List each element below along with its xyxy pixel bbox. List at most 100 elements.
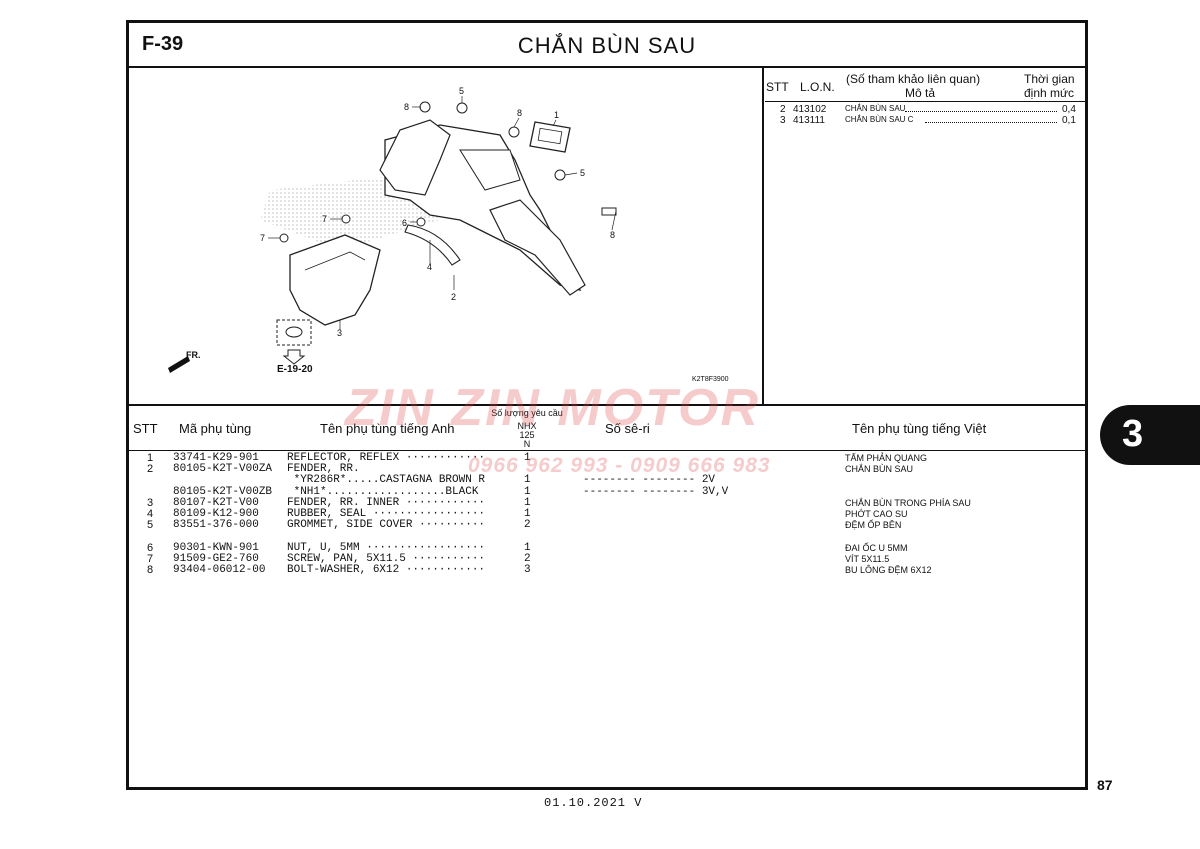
lon-row-time: 0,1 xyxy=(1062,115,1076,126)
cell-stt: 7 xyxy=(147,553,154,565)
svg-text:6: 6 xyxy=(402,218,407,228)
cell-name-vn: CHẮN BÙN SAU xyxy=(845,464,914,474)
cell-qty: 1 xyxy=(524,452,531,464)
lon-row-lon: 413102 xyxy=(793,104,827,115)
lon-header-desc: Mô tả xyxy=(905,86,936,100)
cell-name-vn: BU LÔNG ĐỆM 6X12 xyxy=(845,565,932,575)
cell-part-no: 91509-GE2-760 xyxy=(173,553,259,565)
cell-stt: 4 xyxy=(147,508,154,520)
lon-row-desc: CHẮN BÙN SAU xyxy=(845,104,906,113)
cell-qty: 2 xyxy=(524,519,531,531)
bolt-part xyxy=(601,207,617,216)
figure-code: F-39 xyxy=(142,33,184,55)
svg-text:2: 2 xyxy=(451,292,456,302)
vertical-divider xyxy=(762,68,764,404)
lon-header-rule xyxy=(765,101,1085,102)
cell-stt: 3 xyxy=(147,497,154,509)
col-header-qty-model: NHX xyxy=(517,421,537,431)
cell-serial: -------- -------- 3V,V xyxy=(583,486,729,498)
cell-name-vn: TẤM PHẢN QUANG xyxy=(845,453,928,463)
section-divider xyxy=(126,404,1088,406)
cell-stt: 1 xyxy=(147,452,154,464)
svg-text:3: 3 xyxy=(337,328,342,338)
fender-channel xyxy=(459,149,521,191)
grommet-part xyxy=(554,169,566,181)
cell-stt: 2 xyxy=(147,463,154,475)
cell-name-en: NUT, U, 5MM ·················· xyxy=(287,542,486,554)
leader-lines xyxy=(268,96,617,330)
cell-qty: 2 xyxy=(524,553,531,565)
screw-part xyxy=(341,214,351,224)
svg-text:7: 7 xyxy=(322,214,327,224)
front-arrow-icon xyxy=(168,356,190,373)
cell-part-no: 80109-K12-900 xyxy=(173,508,259,520)
svg-text:1: 1 xyxy=(554,110,559,120)
section-tab: 3 xyxy=(1100,405,1200,465)
lon-leader xyxy=(925,122,1057,123)
exploded-parts-diagram: 8 5 8 1 5 6 7 7 8 4 2 3 xyxy=(168,86,617,373)
svg-text:5: 5 xyxy=(459,86,464,96)
lon-leader xyxy=(905,111,1057,112)
lon-row-stt: 3 xyxy=(780,115,786,126)
fender-tail xyxy=(489,199,586,296)
col-header-qty-title: Số lượng yêu cầu xyxy=(491,408,563,418)
svg-text:4: 4 xyxy=(427,262,432,272)
cell-serial: -------- -------- 2V xyxy=(583,474,716,486)
col-header-name-vn: Tên phụ tùng tiếng Việt xyxy=(852,421,987,436)
footer-date: 01.10.2021 V xyxy=(544,796,643,810)
col-header-stt: STT xyxy=(133,421,158,436)
lon-header-ref: (Số tham khảo liên quan) xyxy=(846,72,981,86)
cell-qty: 1 xyxy=(524,486,531,498)
fender-upper-mount xyxy=(379,119,451,196)
lon-row-lon: 413111 xyxy=(793,115,825,126)
col-header-part-no: Mã phụ tùng xyxy=(179,421,252,436)
callout-numbers: 8 5 8 1 5 6 7 7 8 4 2 3 xyxy=(260,86,615,338)
cell-qty: 1 xyxy=(524,497,531,509)
lon-header-stt: STT xyxy=(766,80,789,94)
col-header-qty-model3: N xyxy=(523,439,531,449)
svg-text:7: 7 xyxy=(260,233,265,243)
cell-name-vn: ĐỆM ỐP BÊN xyxy=(845,520,902,530)
page-title: CHẮN BÙN SAU xyxy=(517,33,697,58)
cell-part-no: 90301-KWN-901 xyxy=(173,542,259,554)
cell-name-en: *YR286R*.....CASTAGNA BROWN R xyxy=(287,474,486,486)
cell-part-no: 83551-376-000 xyxy=(173,519,259,531)
cell-name-en: BOLT-WASHER, 6X12 ············ xyxy=(287,564,486,576)
cell-part-no: 80107-K2T-V00 xyxy=(173,497,259,509)
svg-text:8: 8 xyxy=(517,108,522,118)
lon-row-time: 0,4 xyxy=(1062,104,1076,115)
lon-row-desc: CHẮN BÙN SAU C xyxy=(845,115,914,124)
cell-qty: 1 xyxy=(524,474,531,486)
cell-stt: 8 xyxy=(147,564,154,576)
section-tab-number: 3 xyxy=(1122,413,1144,455)
cell-qty: 1 xyxy=(524,542,531,554)
screw-part xyxy=(279,233,289,243)
cell-name-vn: CHẮN BÙN TRONG PHÍA SAU xyxy=(845,498,971,508)
reference-label: E-19-20 xyxy=(277,364,313,375)
header-divider xyxy=(126,66,1088,68)
lon-row-stt: 2 xyxy=(780,104,786,115)
cell-qty: 3 xyxy=(524,564,531,576)
cell-stt: 5 xyxy=(147,519,154,531)
reflector-part xyxy=(529,121,571,153)
cell-name-en: REFLECTOR, REFLEX ············ xyxy=(287,452,486,464)
cell-name-en: SCREW, PAN, 5X11.5 ··········· xyxy=(287,553,486,565)
cell-name-en: *NH1*..................BLACK xyxy=(287,486,479,498)
svg-text:5: 5 xyxy=(580,168,585,178)
grommet-part xyxy=(456,102,468,114)
inner-fender-part xyxy=(289,234,381,326)
table-header-rule xyxy=(126,450,1088,451)
col-header-name-en: Tên phụ tùng tiếng Anh xyxy=(320,421,455,436)
cell-name-en: GROMMET, SIDE COVER ·········· xyxy=(287,519,486,531)
col-header-serial: Số sê-ri xyxy=(605,421,650,436)
grommet-part xyxy=(419,101,431,113)
rubber-seal-part xyxy=(404,224,461,266)
bolt-part xyxy=(508,126,520,138)
cell-part-no: 33741-K29-901 xyxy=(173,452,259,464)
lon-header-time: Thời gian xyxy=(1024,72,1075,86)
cell-stt: 6 xyxy=(147,542,154,554)
cell-name-vn: PHỚT CAO SU xyxy=(845,509,908,519)
cell-part-no: 80105-K2T-V00ZB xyxy=(173,486,273,498)
cell-name-vn: VÍT 5X11.5 xyxy=(845,554,890,564)
svg-text:8: 8 xyxy=(610,230,615,240)
